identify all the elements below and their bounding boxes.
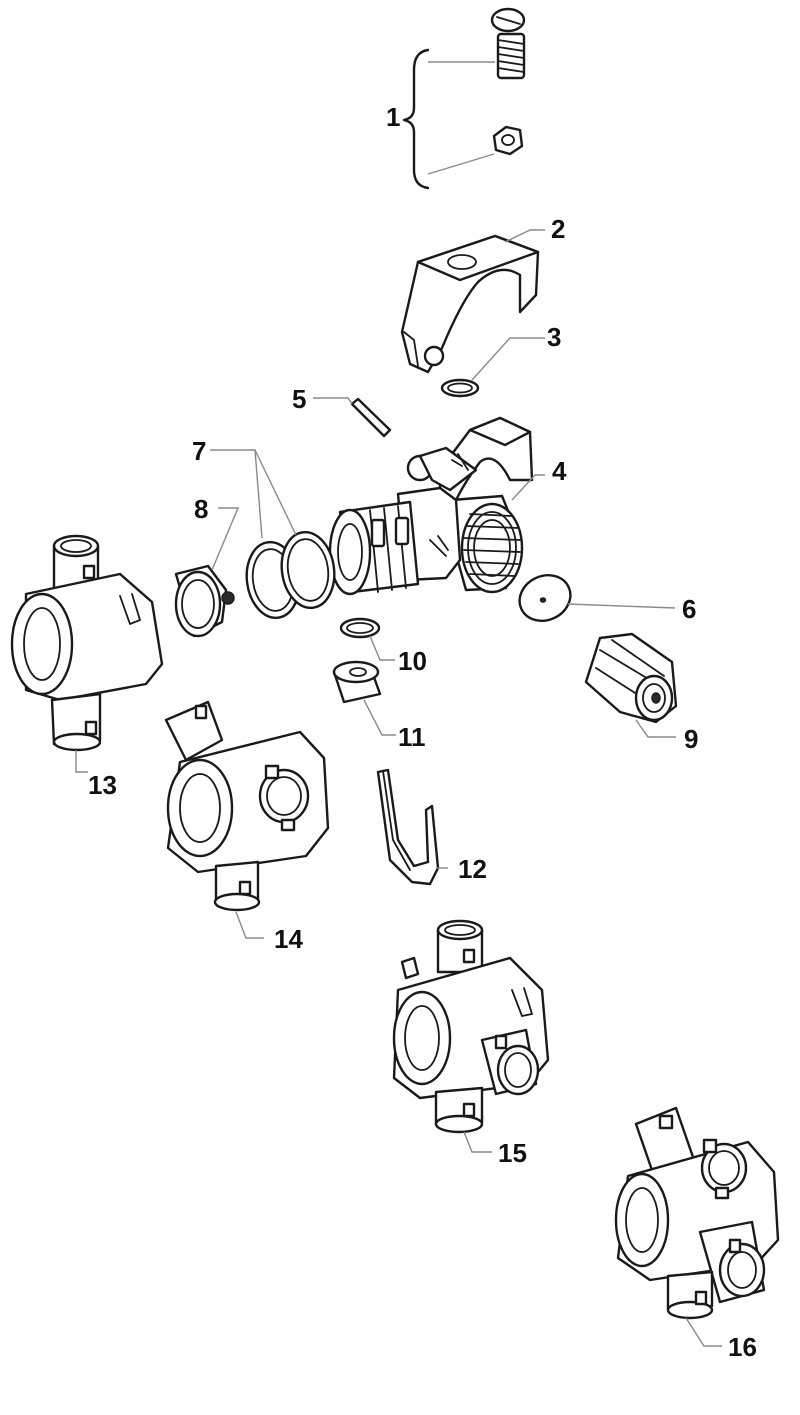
part-13-body xyxy=(10,534,164,773)
screw xyxy=(490,7,526,80)
callout-14: 14 xyxy=(274,924,303,954)
part-11-bushing xyxy=(332,660,396,736)
nut xyxy=(492,125,524,156)
callout-10: 10 xyxy=(398,646,427,676)
part-12-clip xyxy=(376,768,448,886)
callout-9: 9 xyxy=(684,724,698,754)
part-10-oring xyxy=(339,617,395,661)
part-3-oring xyxy=(440,337,545,398)
callout-2: 2 xyxy=(551,214,565,244)
part-14-body xyxy=(164,700,330,939)
brace-1 xyxy=(402,48,430,190)
part-8-cap xyxy=(174,507,240,638)
part-16-body xyxy=(614,1106,780,1347)
part-15-body xyxy=(392,919,550,1153)
callout-3: 3 xyxy=(547,322,561,352)
callout-5: 5 xyxy=(292,384,306,414)
part-2-clamp xyxy=(400,229,545,374)
part-4-valve-body xyxy=(328,416,545,596)
part-5-pin xyxy=(313,397,392,438)
callout-16: 16 xyxy=(728,1332,757,1362)
part-6-disc xyxy=(518,574,676,622)
part-7-orings xyxy=(210,449,336,620)
callout-4: 4 xyxy=(552,456,567,486)
callout-12: 12 xyxy=(458,854,487,884)
callout-11: 11 xyxy=(398,722,426,752)
callout-6: 6 xyxy=(682,594,696,624)
part-1-screw-and-nut xyxy=(402,7,526,190)
callout-1: 1 xyxy=(386,102,400,132)
part-9-nozzle-cap xyxy=(584,632,678,738)
callout-15: 15 xyxy=(498,1138,527,1168)
callout-8: 8 xyxy=(194,494,208,524)
callout-7: 7 xyxy=(192,436,206,466)
callout-13: 13 xyxy=(88,770,117,800)
